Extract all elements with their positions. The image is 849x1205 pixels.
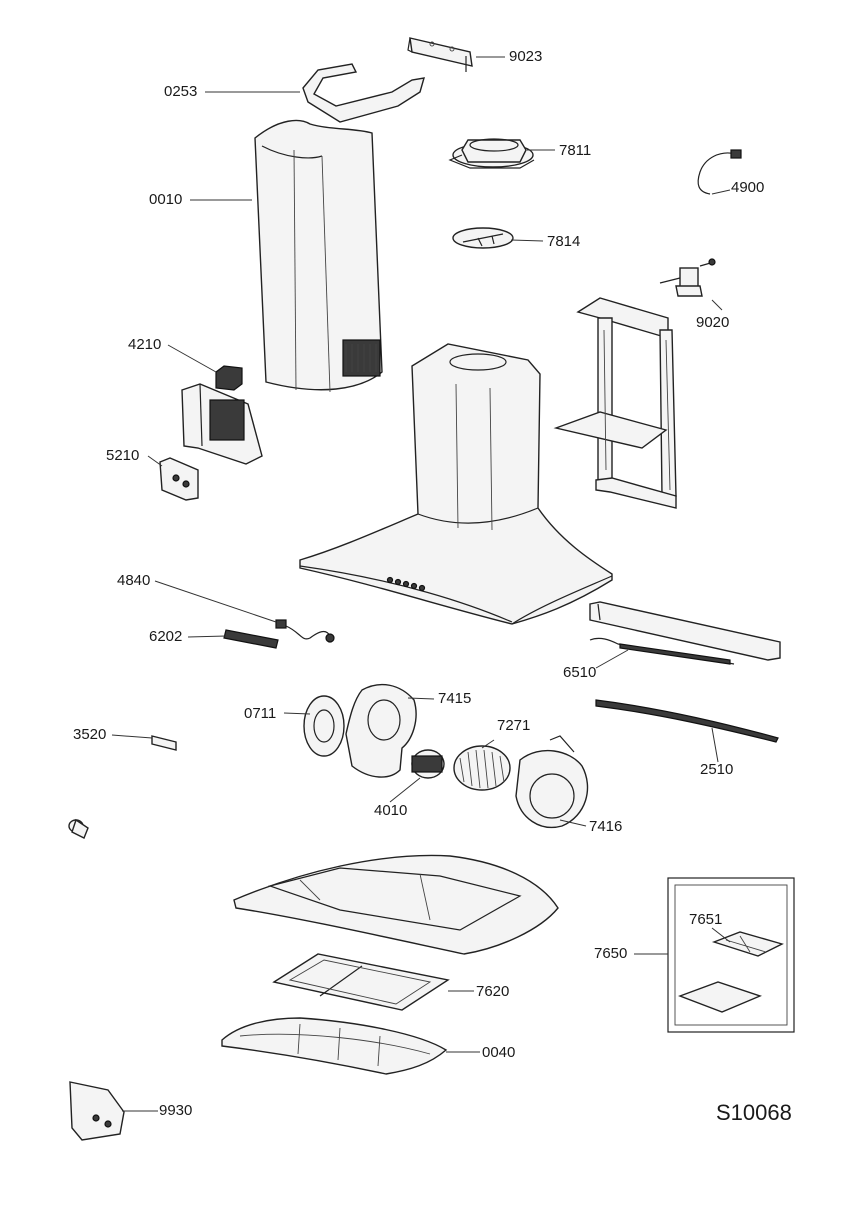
part-cylinder [68,818,89,839]
label-7651: 7651 [689,911,723,928]
part-9020-fixing-kit [659,258,716,297]
label-0711: 0711 [244,705,277,722]
label-7416: 7416 [589,818,623,835]
label-5210: 5210 [106,447,140,464]
part-4010-motor [411,749,445,779]
part-7415-housing [345,683,417,778]
part-0040-grease-filter [221,1017,448,1075]
part-6510-led-strip [589,637,735,665]
label-0040: 0040 [482,1044,516,1061]
part-control-box [181,383,263,465]
part-7811-flange [448,138,535,169]
label-3520: 3520 [73,726,107,743]
part-4210-switch [215,365,243,391]
diagram-code: S10068 [716,1100,792,1125]
part-bottom-panel [233,854,559,955]
part-4840-cable [275,619,335,643]
label-7271: 7271 [497,717,531,734]
part-7416-housing [515,735,589,828]
part-7650-box [667,877,795,1033]
label-7620: 7620 [476,983,510,1000]
label-7650: 7650 [594,945,628,962]
part-4900-cable [697,149,742,195]
part-0010-chimney [254,119,383,393]
part-mounting-frame [553,297,677,509]
label-0253: 0253 [164,83,198,100]
label-7415: 7415 [438,690,472,707]
part-0253-u-bracket [302,63,425,123]
label-4900: 4900 [731,179,765,196]
part-9930-accessory-bag [69,1081,125,1141]
label-7811: 7811 [559,142,592,159]
label-4840: 4840 [117,572,151,589]
label-0010: 0010 [149,191,183,208]
part-7814-disc [452,227,514,249]
label-9930: 9930 [159,1102,193,1119]
label-2510: 2510 [700,761,734,778]
part-7271-impeller [453,745,511,791]
filter-pad [678,981,762,1013]
label-9023: 9023 [509,48,543,65]
leader-lines [111,56,731,1112]
label-4010: 4010 [374,802,408,819]
part-2510-trim [595,699,779,743]
part-3520-capacitor [151,735,177,751]
part-5210-pcb [159,457,199,501]
label-6202: 6202 [149,628,183,645]
part-6202-button-strip [223,629,279,649]
part-hood-canopy [299,343,613,625]
part-7651-carbon-filter [711,931,784,957]
part-7620-filter [272,953,450,1011]
label-6510: 6510 [563,664,597,681]
part-9023-bracket [407,37,473,72]
label-9020: 9020 [696,314,730,331]
label-7814: 7814 [547,233,581,250]
vent-grille [342,339,381,377]
label-4210: 4210 [128,336,162,353]
part-rail [589,601,781,661]
control-buttons [386,576,426,592]
part-0711-inlet-ring [303,695,345,757]
